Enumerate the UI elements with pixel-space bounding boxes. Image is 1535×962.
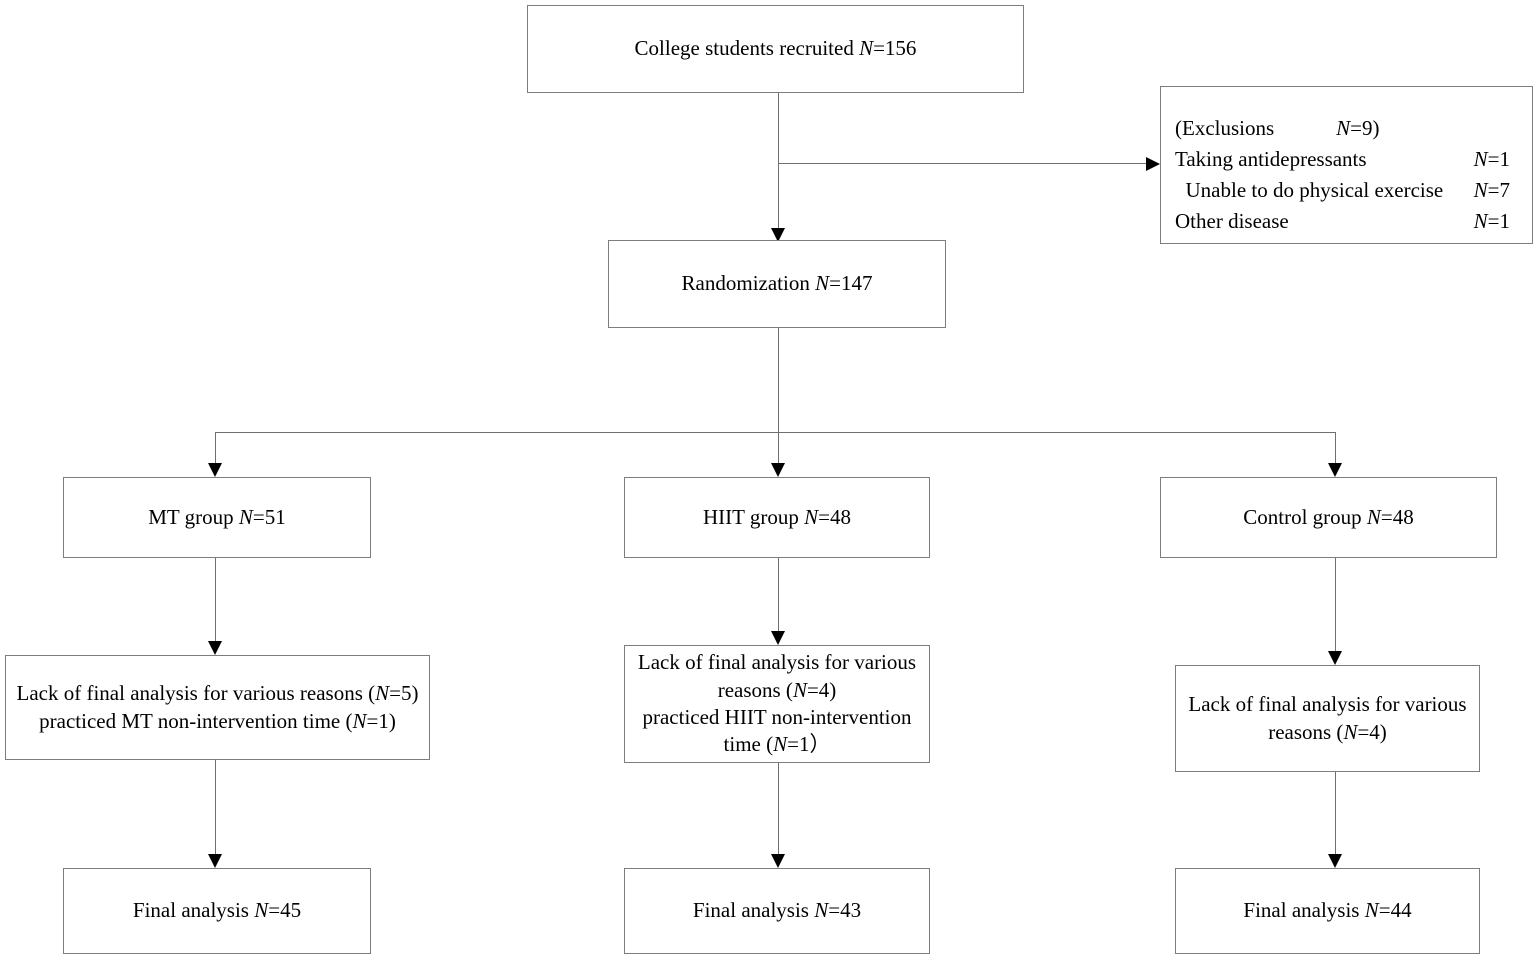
node-randomization-label: Randomization N=147 (681, 271, 873, 296)
node-hiit-group-label: HIIT group N=48 (703, 504, 851, 529)
exclusion-count: N=1 (1473, 208, 1510, 233)
node-control-group-label: Control group N=48 (1243, 504, 1414, 529)
node-mt-group-label: MT group N=51 (148, 504, 286, 529)
connector-to-control-group (1335, 432, 1337, 465)
exclusions-content: (Exclusions N=9) Taking antidepressants … (1161, 87, 1532, 236)
connector-hiit-to-lack (778, 558, 780, 631)
node-mt-final-analysis[interactable]: Final analysis N=45 (63, 868, 371, 954)
exclusion-row: Unable to do physical exercise N=7 (1175, 175, 1511, 206)
node-control-final-analysis[interactable]: Final analysis N=44 (1175, 868, 1480, 954)
arrowhead-control-final (1328, 854, 1342, 868)
exclusions-title-row: (Exclusions N=9) (1175, 113, 1510, 144)
arrowhead-control-lack (1328, 651, 1342, 665)
exclusions-title-tail (1380, 113, 1510, 144)
connector-mt-lack-to-final (215, 760, 217, 854)
connector-control-lack-to-final (1335, 772, 1337, 854)
connector-mt-to-lack (215, 558, 217, 641)
exclusion-count: N=7 (1473, 177, 1510, 202)
connector-exclusions-horizontal (778, 163, 1146, 165)
arrowhead-randomization (771, 228, 785, 242)
node-mt-group[interactable]: MT group N=51 (63, 477, 371, 558)
exclusion-label: Unable to do physical exercise (1175, 177, 1444, 202)
node-mt-lack-of-final-analysis[interactable]: Lack of final analysis for various reaso… (5, 655, 430, 760)
node-control-group[interactable]: Control group N=48 (1160, 477, 1497, 558)
node-recruited-label: College students recruited N=156 (634, 36, 917, 61)
node-hiit-lack-of-final-analysis[interactable]: Lack of final analysis for various reaso… (624, 645, 930, 763)
exclusions-title-spacer (1274, 113, 1336, 144)
arrowhead-hiit-final (771, 854, 785, 868)
arrowhead-hiit-group (771, 463, 785, 477)
node-exclusions[interactable]: (Exclusions N=9) Taking antidepressants … (1160, 86, 1533, 244)
exclusion-count: N=1 (1473, 146, 1510, 171)
node-hiit-final-label: Final analysis N=43 (692, 898, 862, 923)
exclusion-spacer (1443, 175, 1473, 206)
connector-recruited-trunk (778, 92, 780, 238)
arrowhead-control-group (1328, 463, 1342, 477)
exclusions-title: (Exclusions (1175, 116, 1275, 140)
arrowhead-mt-lack (208, 641, 222, 655)
node-college-students-recruited[interactable]: College students recruited N=156 (527, 5, 1024, 93)
node-control-lack-label: Lack of final analysis for various reaso… (1188, 692, 1467, 744)
connector-hiit-lack-to-final (778, 763, 780, 854)
exclusion-label: Other disease (1175, 208, 1289, 233)
connector-to-hiit-group (778, 432, 780, 465)
exclusion-row: Taking antidepressants N=1 (1175, 144, 1510, 175)
node-randomization[interactable]: Randomization N=147 (608, 240, 946, 328)
node-hiit-group[interactable]: HIIT group N=48 (624, 477, 930, 558)
arrowhead-mt-group (208, 463, 222, 477)
arrowhead-hiit-lack (771, 631, 785, 645)
exclusion-label: Taking antidepressants (1175, 146, 1367, 171)
exclusion-spacer (1289, 206, 1474, 237)
connector-to-mt-group (215, 432, 217, 465)
exclusions-title-count: N=9) (1336, 116, 1380, 140)
arrowhead-mt-final (208, 854, 222, 868)
node-hiit-final-analysis[interactable]: Final analysis N=43 (624, 868, 930, 954)
node-mt-lack-label: Lack of final analysis for various reaso… (16, 681, 419, 733)
node-mt-final-label: Final analysis N=45 (132, 898, 302, 923)
node-hiit-lack-label: Lack of final analysis for various reaso… (637, 650, 917, 757)
exclusion-spacer (1367, 144, 1474, 175)
connector-control-to-lack (1335, 558, 1337, 651)
connector-randomization-trunk (778, 328, 780, 433)
connector-group-split-bar (215, 432, 1336, 434)
exclusion-row: Other disease N=1 (1175, 206, 1510, 237)
node-control-lack-of-final-analysis[interactable]: Lack of final analysis for various reaso… (1175, 665, 1480, 772)
node-control-final-label: Final analysis N=44 (1243, 898, 1412, 923)
arrowhead-exclusions (1146, 157, 1160, 171)
